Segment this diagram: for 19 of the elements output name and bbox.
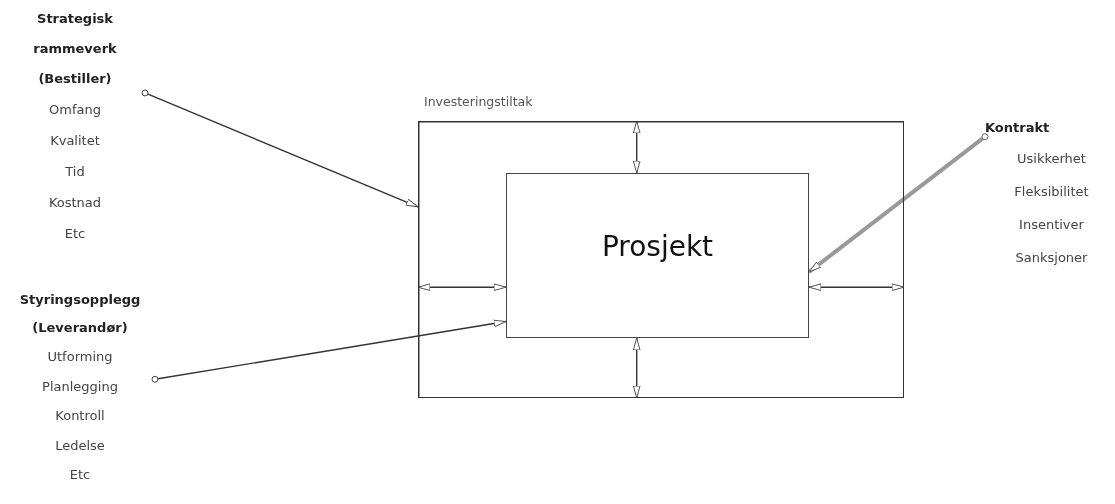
list-item: Kostnad — [48, 194, 102, 212]
list-item: Ledelse — [55, 436, 105, 455]
list-item: Utforming — [47, 348, 113, 366]
group-heading: Strategisk rammeverk (Bestiller) — [32, 10, 118, 88]
process-box: Prosjekt — [506, 173, 809, 338]
list-item: Kontroll — [55, 407, 105, 425]
list-item: Insentiver — [1019, 216, 1084, 234]
list-item: Etc — [64, 225, 86, 243]
list-item: Usikkerhet — [1017, 150, 1086, 168]
list-item: Sanksjoner — [1015, 249, 1088, 267]
list-item: Kvalitet — [50, 132, 100, 150]
list-item: Tid — [65, 163, 85, 181]
list-item: Omfang — [49, 101, 101, 119]
list-item: Etc — [69, 466, 91, 484]
list-item: Planlegging — [42, 377, 118, 396]
list-item: Fleksibilitet — [1014, 183, 1089, 201]
group-heading: Kontrakt — [985, 119, 1050, 137]
group-heading: Styringsopplegg (Leverandør) — [18, 291, 142, 337]
frame-heading: Investeringstiltak — [424, 94, 533, 109]
